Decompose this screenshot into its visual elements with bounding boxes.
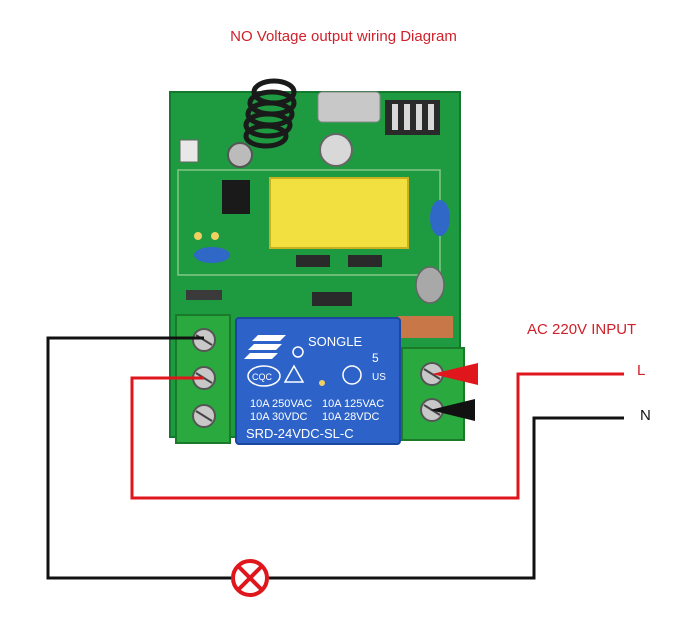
warning-triangle-icon (283, 364, 305, 383)
neutral-wire (46, 336, 624, 580)
neutral-arrow-icon (430, 399, 475, 421)
relay-rating-right-1: 10A 125VAC (322, 398, 384, 410)
relay-rating-left-1: 10A 250VAC (250, 398, 312, 410)
relay-mark: 5 (372, 351, 379, 365)
antenna-coil (243, 78, 297, 149)
relay-rating-left-2: 10A 30VDC (250, 411, 308, 423)
relay-rating-right-2: 10A 28VDC (322, 411, 380, 423)
relay-brand: SONGLE (308, 334, 363, 349)
diagram-title: NO Voltage output wiring Diagram (230, 28, 457, 45)
ce-mark-icon (342, 365, 362, 385)
cqc-cert-icon: CQC (247, 365, 281, 387)
live-arrow-icon (432, 363, 478, 385)
relay: SONGLE 5 US CQC 10A 250VAC 10A 30VDC 10A… (235, 317, 401, 445)
relay-model: SRD-24VDC-SL-C (246, 426, 354, 441)
ac-input-label: AC 220V INPUT (527, 321, 637, 338)
live-wire (130, 372, 624, 500)
relay-cert: CQC (252, 372, 273, 382)
relay-mark-sub: US (372, 372, 386, 383)
songle-logo-icon (244, 335, 304, 359)
neutral-label: N (640, 407, 651, 424)
lamp-icon (231, 559, 269, 597)
line-label: L (637, 362, 646, 379)
input-terminal-block (401, 347, 465, 441)
